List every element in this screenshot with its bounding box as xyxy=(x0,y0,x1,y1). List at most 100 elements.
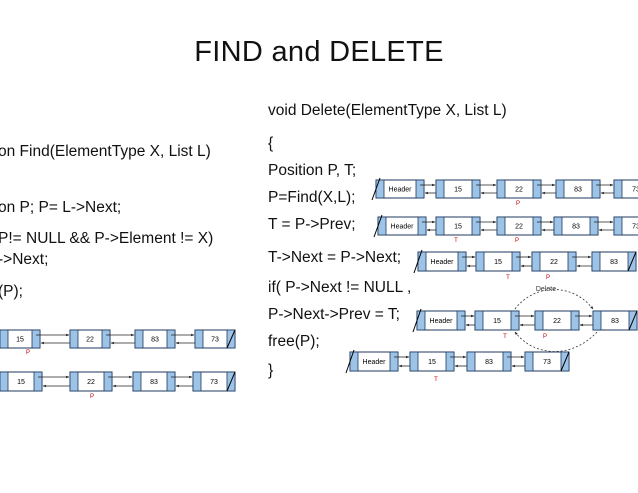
code-line: } xyxy=(268,362,274,379)
next-cell xyxy=(510,310,520,331)
list-node: 15 xyxy=(474,310,520,331)
code-line: T->Next = P->Next; xyxy=(268,249,402,266)
prev-cell xyxy=(466,351,476,372)
list-node: 15 xyxy=(435,179,481,199)
node-value: 22 xyxy=(86,337,94,344)
list-node: 83 xyxy=(466,351,512,372)
list-node: Header xyxy=(412,308,466,333)
code-line: (P); xyxy=(0,283,23,300)
next-cell xyxy=(567,251,577,272)
list-node: Header xyxy=(413,249,467,274)
node-value: 22 xyxy=(87,379,95,386)
next-cell xyxy=(589,216,599,236)
list-node: 83 xyxy=(134,329,176,349)
list-node: 83 xyxy=(553,216,599,236)
prev-cell xyxy=(496,216,506,236)
node-value: Header xyxy=(431,259,455,266)
list-node: 73 xyxy=(194,329,236,349)
pointer-label: P xyxy=(26,350,30,356)
code-line: Position P, T; xyxy=(268,162,357,179)
next-cell xyxy=(502,351,512,372)
null-slash xyxy=(627,251,637,272)
pointer-label: P xyxy=(546,275,550,281)
prev-cell xyxy=(524,351,534,372)
node-value: 73 xyxy=(632,187,638,194)
null-slash xyxy=(560,351,570,372)
prev-cell xyxy=(375,179,385,199)
next-cell xyxy=(415,179,425,199)
prev-cell xyxy=(474,310,484,331)
node-value: 83 xyxy=(611,318,619,325)
list-node: 22 xyxy=(69,371,113,392)
next-cell xyxy=(166,371,176,392)
next-cell xyxy=(591,179,601,199)
code-line: on P; P= L->Next; xyxy=(0,199,122,216)
next-cell xyxy=(389,351,399,372)
next-cell xyxy=(33,371,43,392)
null-slash xyxy=(371,177,381,201)
node-value: 83 xyxy=(610,259,618,266)
node-value: 15 xyxy=(454,187,462,194)
prev-cell xyxy=(531,251,541,272)
prev-cell xyxy=(435,216,445,236)
null-slash xyxy=(226,329,236,349)
prev-cell xyxy=(592,310,602,331)
node-value: Header xyxy=(389,187,413,194)
next-cell xyxy=(31,329,41,349)
list-node: 15 xyxy=(0,371,43,392)
prev-cell xyxy=(0,329,9,349)
list-node: 22 xyxy=(496,179,542,199)
code-line: if( P->Next != NULL , xyxy=(268,279,412,296)
node-value: 22 xyxy=(515,224,523,231)
node-value: Header xyxy=(391,224,415,231)
code-line: on Find(ElementType X, List L) xyxy=(0,143,211,160)
node-value: 15 xyxy=(493,318,501,325)
prev-cell xyxy=(613,179,623,199)
code-line: P=Find(X,L); xyxy=(268,189,356,206)
bypass-prev-arrow xyxy=(514,331,598,352)
prev-cell xyxy=(435,179,445,199)
node-value: 73 xyxy=(211,337,219,344)
code-line: T = P->Prev; xyxy=(268,216,356,233)
node-value: 15 xyxy=(454,224,462,231)
next-cell xyxy=(103,371,113,392)
prev-cell xyxy=(496,179,506,199)
bypass-next-arrow xyxy=(514,289,594,310)
prev-cell xyxy=(377,216,387,236)
null-slash xyxy=(373,214,383,238)
next-cell xyxy=(417,216,427,236)
node-value: 73 xyxy=(210,379,218,386)
next-cell xyxy=(166,329,176,349)
pointer-label: P xyxy=(543,334,547,340)
list-node: 15 xyxy=(435,216,481,236)
list-node: 83 xyxy=(132,371,176,392)
null-slash xyxy=(413,249,423,274)
null-slash xyxy=(345,349,355,374)
pointer-label: T xyxy=(434,377,438,383)
prev-cell xyxy=(613,216,623,236)
node-value: 83 xyxy=(485,359,493,366)
list-node: Header xyxy=(345,349,399,374)
list-node: Header xyxy=(371,177,425,201)
list-node: 15 xyxy=(475,251,521,272)
prev-cell xyxy=(553,216,563,236)
null-slash xyxy=(412,308,422,333)
code-line: free(P); xyxy=(268,333,320,350)
prev-cell xyxy=(192,371,202,392)
node-value: Header xyxy=(430,318,454,325)
list-node: 15 xyxy=(0,329,41,349)
prev-cell xyxy=(416,310,426,331)
list-node: 73 xyxy=(613,216,638,236)
node-value: 83 xyxy=(150,379,158,386)
prev-cell xyxy=(134,329,144,349)
node-value: 22 xyxy=(553,318,561,325)
list-node: 73 xyxy=(192,371,236,392)
null-slash xyxy=(226,371,236,392)
node-value: 15 xyxy=(17,379,25,386)
node-value: 83 xyxy=(151,337,159,344)
